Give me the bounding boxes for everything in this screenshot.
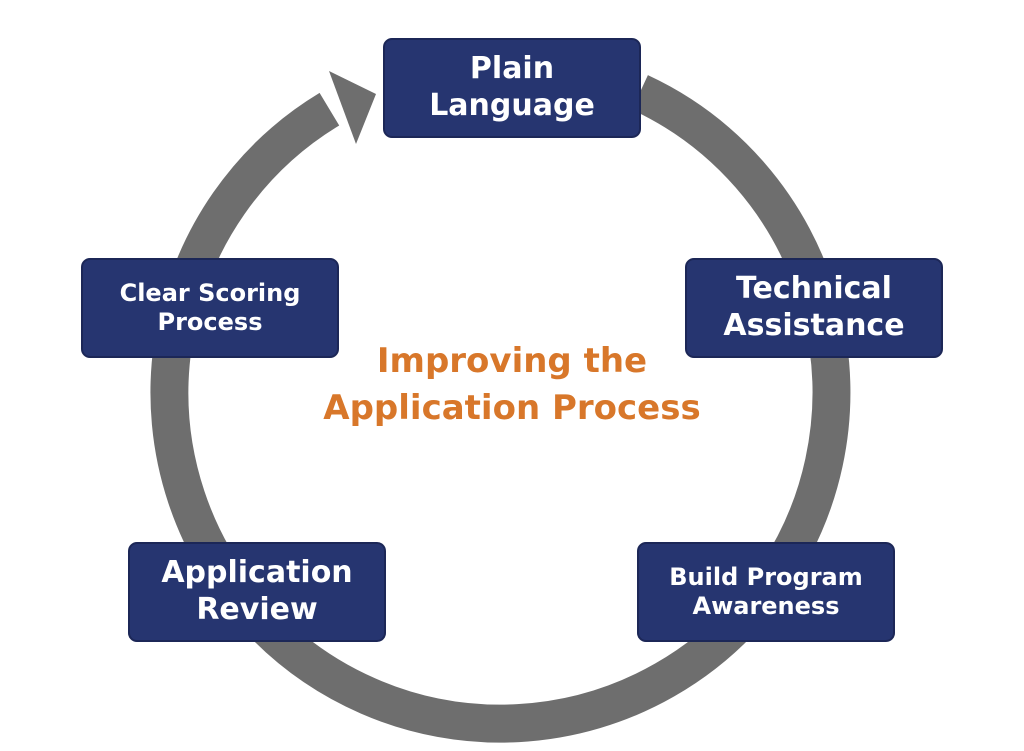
center-title: Improving the Application Process (262, 338, 762, 432)
step-application-review-line1: Application (161, 555, 353, 591)
step-application-review-line2: Review (196, 592, 318, 627)
step-clear-scoring-process-line2: Process (157, 308, 263, 336)
step-plain-language-line2: Language (429, 88, 595, 123)
step-clear-scoring-process: Clear Scoring Process (81, 258, 339, 358)
step-technical-assistance: Technical Assistance (685, 258, 943, 358)
step-build-program-awareness-line1: Build Program (669, 562, 863, 591)
step-technical-assistance-line2: Assistance (723, 308, 905, 343)
step-build-program-awareness: Build Program Awareness (637, 542, 895, 642)
step-plain-language: Plain Language (383, 38, 641, 138)
step-technical-assistance-line1: Technical (736, 271, 892, 307)
center-title-line2: Application Process (323, 387, 701, 428)
center-title-line1: Improving the (376, 341, 648, 381)
step-application-review: Application Review (128, 542, 386, 642)
step-plain-language-line1: Plain (469, 51, 555, 87)
cycle-arrowhead (329, 71, 376, 144)
step-build-program-awareness-line2: Awareness (692, 592, 840, 620)
step-clear-scoring-process-line1: Clear Scoring (119, 278, 301, 307)
